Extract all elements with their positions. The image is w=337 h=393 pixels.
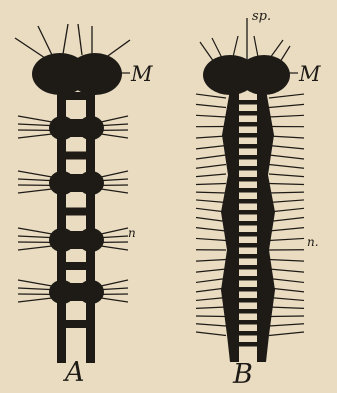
- diagram-a-ganglion-bridge: [62, 283, 91, 301]
- diagram-a-commissure: [62, 262, 90, 270]
- diagram-b-commissure: [236, 320, 260, 325]
- diagram-b-brain-label: M: [298, 62, 321, 86]
- diagram-b-commissure: [236, 232, 260, 237]
- diagram-a-commissure: [62, 320, 90, 328]
- diagram-b-commissure: [236, 144, 260, 149]
- diagram-b-commissure: [236, 287, 260, 292]
- diagram-a-ganglion-bridge: [62, 119, 91, 137]
- diagram-b-commissure: [236, 298, 260, 303]
- diagram-b-brain-right-lobe: [238, 55, 290, 95]
- diagram-b-commissure: [236, 342, 260, 347]
- diagram-b-commissure: [236, 122, 260, 127]
- diagram-b-commissure: [236, 254, 260, 259]
- diagram-b-commissure: [236, 188, 260, 193]
- diagram-b-letter: B: [232, 359, 253, 389]
- diagram-b-commissure: [236, 177, 260, 182]
- diagram-b-commissure: [236, 309, 260, 314]
- diagram-b-brain: [203, 55, 290, 95]
- diagram-b-commissure: [236, 265, 260, 270]
- diagram-b-commissure: [236, 243, 260, 248]
- diagram-b-commissure: [236, 155, 260, 160]
- diagram-b-commissure: [236, 111, 260, 116]
- diagram-a-commissure: [62, 208, 90, 216]
- diagram-a-letter: A: [62, 357, 85, 388]
- diagram-a-brain-bridge: [60, 62, 95, 86]
- diagram-b-commissure: [236, 199, 260, 204]
- diagram-a-brain-label: M: [130, 62, 153, 86]
- diagram-b-commissure: [236, 133, 260, 138]
- diagram-a-commissure: [62, 152, 90, 160]
- diagram-a-commissure: [62, 92, 90, 100]
- diagram-b-commissure: [236, 221, 260, 226]
- diagram-b-top-label: sp.: [252, 9, 271, 24]
- diagram-b-commissure: [236, 100, 260, 105]
- diagram-a-ganglion-bridge: [62, 174, 91, 192]
- diagram-b-nerve-label: n.: [307, 235, 319, 249]
- diagram-a-nerve-label: n: [128, 226, 136, 240]
- diagram-b-commissure: [236, 210, 260, 215]
- diagram-a-brain: [32, 53, 122, 95]
- diagram-b-commissures: [236, 100, 260, 347]
- diagram-b-commissure: [236, 276, 260, 281]
- diagram-a-ganglion-bridge: [62, 231, 91, 249]
- diagram-b-commissure: [236, 166, 260, 171]
- diagram-b-commissure: [236, 331, 260, 336]
